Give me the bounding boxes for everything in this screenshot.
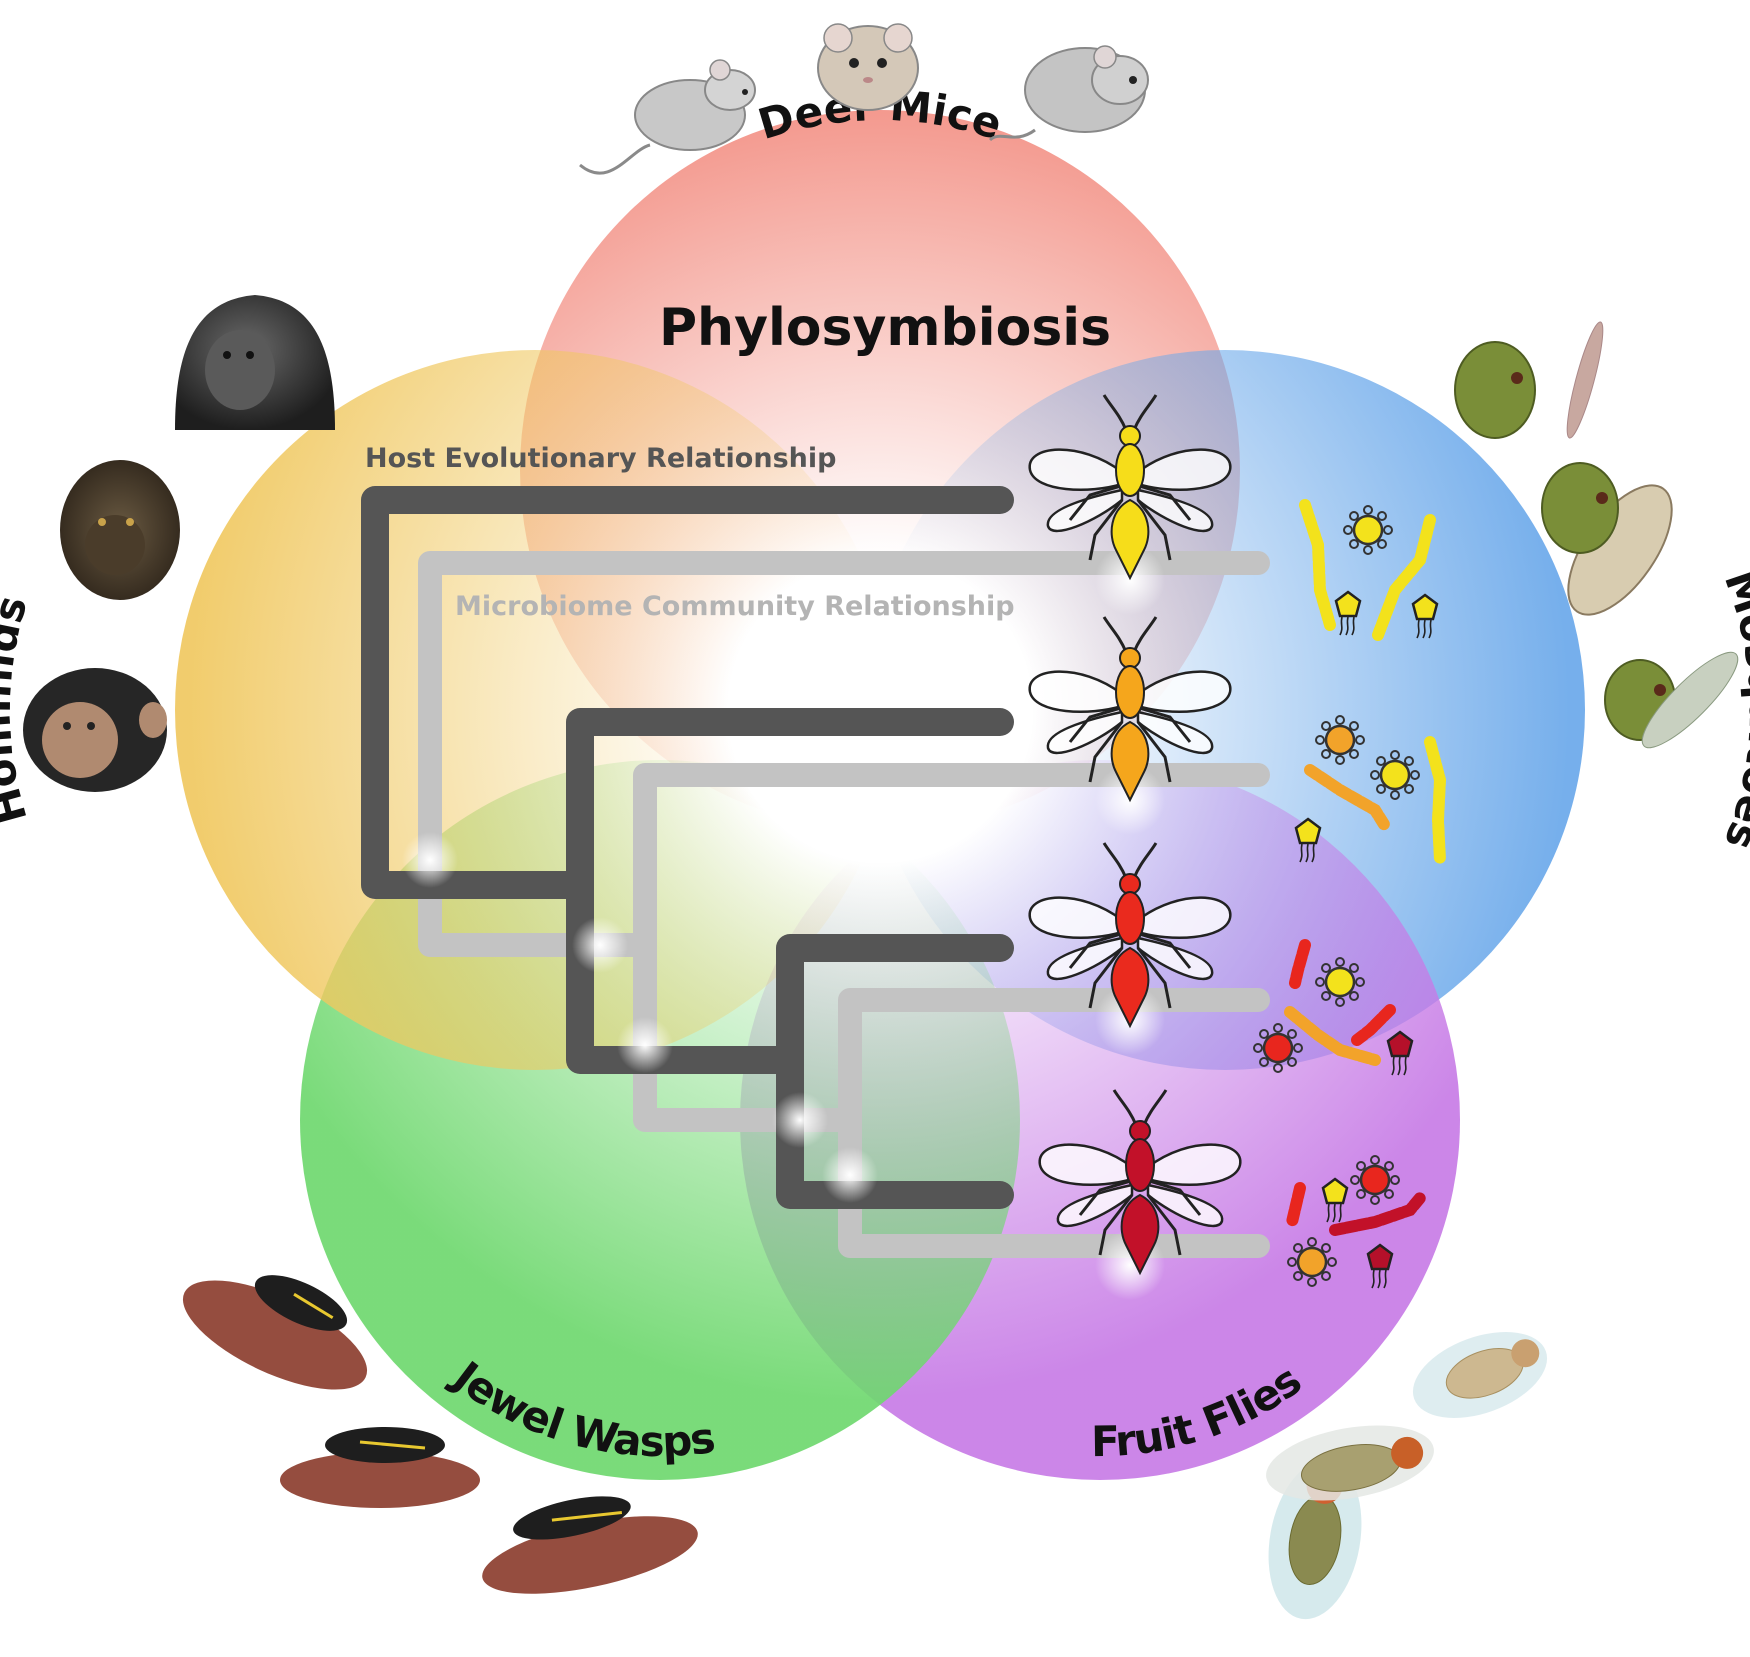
mosquito-icon bbox=[1641, 651, 1739, 749]
mosquito-icon bbox=[1541, 462, 1619, 554]
main-title: Phylosymbiosis bbox=[659, 298, 1111, 358]
bacterium-icon bbox=[1424, 736, 1447, 866]
deer-mouse-icon bbox=[817, 23, 919, 111]
orangutan-icon bbox=[60, 460, 180, 600]
microbe-cluster-3 bbox=[1252, 939, 1414, 1077]
deer-mouse-icon bbox=[579, 59, 756, 175]
bacterium-icon bbox=[1299, 499, 1336, 631]
mosquito-icon bbox=[1454, 341, 1536, 439]
bacterium-icon bbox=[1372, 514, 1436, 641]
bacterium-icon bbox=[1286, 1236, 1338, 1288]
bacterium-icon bbox=[1349, 1154, 1401, 1206]
gorilla-icon bbox=[175, 295, 335, 430]
microbiome-community-label: Microbiome Community Relationship bbox=[455, 591, 1015, 622]
bacterium-icon bbox=[1286, 1182, 1306, 1228]
deer-mouse-icon bbox=[988, 45, 1149, 142]
microbiome-tree bbox=[418, 551, 1270, 1258]
bacterium-icon bbox=[1329, 1192, 1426, 1236]
bacterium-icon bbox=[1252, 1022, 1304, 1074]
jewel-wasp-icon bbox=[182, 1275, 368, 1390]
fruit-fly-icon bbox=[1266, 1425, 1434, 1501]
bacterium-icon bbox=[1314, 714, 1366, 766]
chimpanzee-icon bbox=[23, 668, 167, 792]
bacterium-icon bbox=[1342, 504, 1394, 556]
bacterium-icon bbox=[1351, 1004, 1396, 1046]
fruit-fly-icon bbox=[1412, 1332, 1548, 1418]
bacterium-icon bbox=[1314, 956, 1366, 1008]
jewel-wasp-icon bbox=[280, 1427, 480, 1508]
mosquito-icon bbox=[1566, 321, 1604, 439]
microbe-cluster-4 bbox=[1286, 1154, 1426, 1290]
petal-hominids bbox=[175, 350, 895, 1070]
bacterium-icon bbox=[1304, 764, 1391, 832]
microbe-cluster-1 bbox=[1299, 499, 1439, 641]
mosquitoes-label: Mosquitoes bbox=[1715, 564, 1750, 856]
microbe-cluster-2 bbox=[1294, 714, 1447, 866]
bacterium-icon bbox=[1284, 1006, 1381, 1066]
host-tree bbox=[361, 486, 1014, 1209]
jewel-wasp-icon bbox=[482, 1496, 698, 1594]
bacterium-icon bbox=[1369, 749, 1421, 801]
bacterium-icon bbox=[1289, 939, 1311, 989]
host-evolutionary-label: Host Evolutionary Relationship bbox=[365, 443, 836, 474]
